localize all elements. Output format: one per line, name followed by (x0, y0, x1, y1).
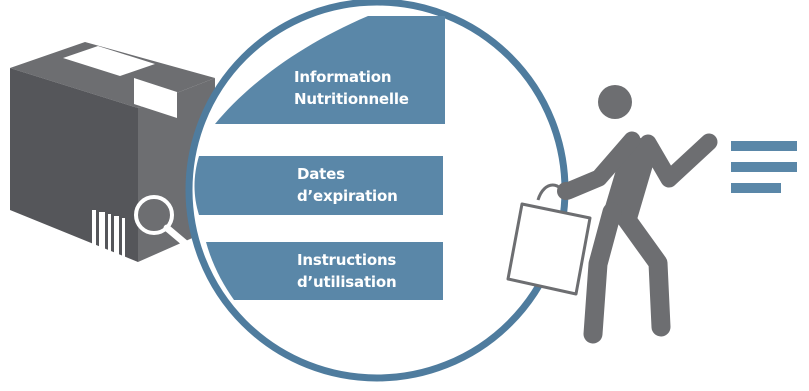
band-nutrition (215, 16, 445, 124)
shopper-walking-icon (559, 85, 718, 344)
label-nutrition-line2: Nutritionnelle (294, 90, 409, 108)
shopper-head-icon (598, 85, 632, 119)
magnifier-icon (134, 195, 190, 248)
band-expiration (194, 156, 443, 215)
motion-lines-icon (731, 141, 797, 193)
label-nutrition-line1: Information (294, 68, 392, 86)
shopping-bag-icon (506, 183, 592, 296)
label-nutrition: Information Nutritionnelle (294, 66, 409, 110)
label-expiration-line2: d’expiration (297, 187, 398, 205)
label-expiration: Dates d’expiration (297, 163, 398, 207)
package-box-icon (10, 42, 215, 262)
info-bands (194, 16, 445, 300)
band-instructions (206, 242, 443, 300)
shopper-hand-icon (557, 182, 575, 200)
label-instructions-line2: d’utilisation (297, 273, 397, 291)
label-instructions: Instructions d’utilisation (297, 249, 397, 293)
label-expiration-line1: Dates (297, 165, 345, 183)
label-instructions-line1: Instructions (297, 251, 397, 269)
barcode-icon (92, 210, 125, 258)
